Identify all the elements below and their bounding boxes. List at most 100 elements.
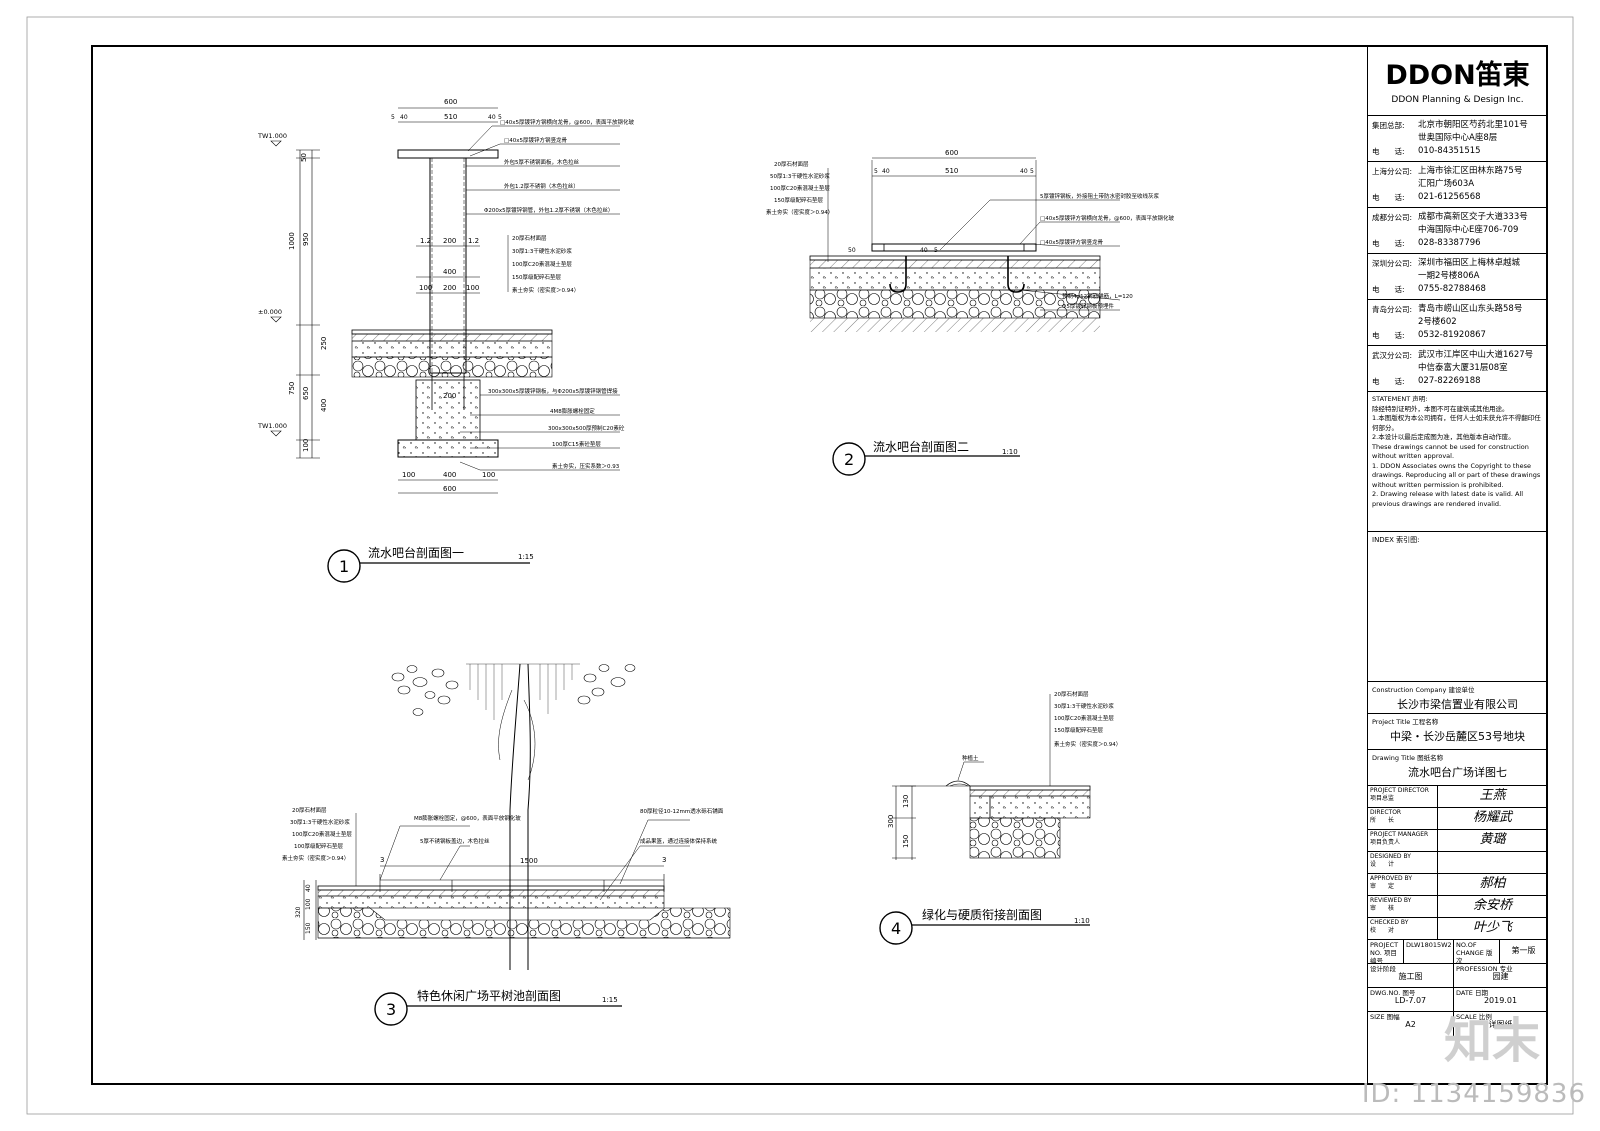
sec3-dim-100: 100 (305, 898, 312, 910)
sec2-dim-50: 50 (848, 247, 856, 254)
sec2-dim-600: 600 (945, 149, 958, 157)
size-label: SIZE 图幅 (1370, 1013, 1400, 1021)
sec4-dim-300: 300 (887, 815, 895, 828)
sec1-note-layer-2: 100厚C20素混凝土垫层 (512, 260, 572, 268)
sec1-dim-750: 750 (288, 382, 296, 395)
office-phone: 010-84351515 (1418, 146, 1481, 156)
sec1-dim-50: 50 (300, 153, 308, 162)
sig-role-cn: 项目总监 (1370, 794, 1395, 802)
sig-role-en: APPROVED BY (1370, 875, 1413, 882)
sec2-note-layer-4: 素土夯实（密实度＞0.94） (766, 208, 833, 216)
index-label: INDEX 索引图: (1372, 536, 1420, 544)
office-label: 青岛分公司: (1372, 305, 1413, 314)
sec2-note-layer-3: 150厚级配碎石垫层 (774, 196, 823, 204)
sec1-note-base-1: 4M8膨胀螺栓固定 (550, 407, 595, 415)
logo-block: DDON笛東 DDON Planning & Design Inc. (1368, 47, 1547, 116)
sec1-note-top-4: Φ200x5厚镀锌钢管，外包1.2厚不锈钢（木色拉丝） (484, 206, 613, 214)
section-2: 600 510 5 40 40 5 50 40 5 20厚石材面层 50厚1:3… (766, 149, 1174, 332)
sec3-note-left-3: 100厚级配碎石垫层 (294, 842, 343, 850)
sec3-note-right-0: 80厚粒径10-12mm透水砾石铺面 (640, 807, 724, 815)
statement-en-1: 1. DDON Associates owns the Copyright to… (1372, 461, 1541, 489)
sec4-note-layer-1: 30厚1:3干硬性水泥砂浆 (1054, 702, 1114, 710)
title-1-number: 1 (339, 557, 349, 576)
statement-cn-0: 除经特别证明外，本图不可在建筑或其他用途。 (1372, 404, 1509, 413)
office-address: 中信泰富大厦31层08室 (1418, 363, 1508, 373)
sec1-dim-100: 100 (302, 439, 310, 452)
sec3-dim-3a: 3 (380, 856, 384, 864)
project-value: 中梁・长沙岳麓区53号地块 (1390, 730, 1525, 743)
watermark-id: ID: 1134159836 (1361, 1079, 1586, 1109)
sec4-dim-130: 130 (902, 795, 910, 808)
sec3-note-left-1: 30厚1:3干硬性水泥砂浆 (290, 818, 350, 826)
office-address: 北京市朝阳区芍药北里101号 (1418, 120, 1528, 130)
project-no-label: PROJECT NO. 项目编号 (1368, 940, 1404, 965)
statement-cn-1: 1.本图版权为本公司拥有，任何人士如未获允许不得翻印任何部分。 (1372, 414, 1541, 432)
statement-en-0: These drawings cannot be used for constr… (1372, 442, 1529, 461)
signature (1438, 852, 1547, 873)
sec1-dim-400b: 400 (443, 471, 456, 479)
title-2-scale: 1:10 (1002, 448, 1018, 456)
statement-title: STATEMENT 声明: (1372, 395, 1428, 403)
sec4-note-layer-2: 100厚C20素混凝土垫层 (1054, 714, 1114, 722)
office-phone: 0532-81920867 (1418, 330, 1486, 340)
office-label: 集团总部: (1372, 121, 1405, 130)
office-1: 上海分公司:上海市徐汇区田林东路75号 汇阳广场603A 电 话:021-612… (1368, 162, 1547, 208)
sec1-level-top: TW1.000 (257, 132, 287, 140)
office-4: 青岛分公司:青岛市崂山区山东头路58号 2号楼602 电 话:0532-8192… (1368, 300, 1547, 346)
sec2-dim-510: 510 (945, 167, 958, 175)
sec3-dim-150: 150 (305, 922, 312, 934)
phone-label: 电 话: (1372, 285, 1405, 294)
sig-role-cn: 设 计 (1370, 860, 1395, 868)
office-address: 世奥国际中心A座8层 (1418, 133, 1498, 143)
drawing-title-block: Drawing Title 图纸名称 流水吧台广场详图七 (1368, 750, 1547, 786)
office-phone: 028-83387796 (1418, 238, 1481, 248)
title-1: 1 流水吧台剖面图一 1:15 (327, 545, 534, 583)
sec3-note-left-4: 素土夯实（密实度＞0.94） (282, 854, 349, 862)
sec2-note-layer-0: 20厚石材面层 (774, 160, 809, 168)
sec1-note-base-4: 素土夯实，压实系数＞0.93 (552, 462, 620, 470)
sec1-note-top-1: □40x5厚镀锌方钢竖龙骨 (504, 136, 567, 144)
title-2: 2 流水吧台剖面图二 1:10 (832, 439, 1020, 476)
sec1-note-layer-3: 150厚级配碎石垫层 (512, 273, 561, 281)
sec1-note-layer-1: 30厚1:3干硬性水泥砂浆 (512, 247, 572, 255)
sec4-note-layer-4: 素土夯实（密实度＞0.94） (1054, 740, 1121, 748)
office-address: 上海市徐汇区田林东路75号 (1418, 166, 1523, 176)
office-phone: 021-61256568 (1418, 192, 1481, 202)
index-block: INDEX 索引图: (1368, 532, 1547, 682)
phone-label: 电 话: (1372, 193, 1405, 202)
sec2-note-right-4: Φ5厚镀锌钢板预埋件 (1062, 302, 1114, 310)
stage: 施工图 (1398, 972, 1423, 981)
sec1-dim-1000: 1000 (288, 232, 296, 250)
office-0: 集团总部: 北京市朝阳区芍药北里101号 世奥国际中心A座8层 电 话: 010-8… (1368, 116, 1547, 162)
phone-label: 电 话: (1372, 147, 1405, 156)
sec2-note-layer-1: 50厚1:3干硬性水泥砂浆 (770, 172, 830, 180)
profession: 园建 (1492, 972, 1509, 981)
edition-label: NO.OF CHANGE 版 次 (1456, 940, 1500, 965)
sec2-dim-5b: 5 (1030, 168, 1034, 175)
office-5: 武汉分公司:武汉市江岸区中山大道1627号 中信泰富大厦31层08室 电 话:0… (1368, 346, 1547, 392)
title-3-text: 特色休闲广场平树池剖面图 (417, 988, 561, 1003)
sec1-dim-100d: 100 (482, 471, 495, 479)
sec2-note-right-2: □40x5厚镀锌方钢竖龙骨 (1040, 238, 1103, 246)
drawing-value: 流水吧台广场详图七 (1408, 766, 1507, 779)
project-block: Project Title 工程名称 中梁・长沙岳麓区53号地块 (1368, 714, 1547, 750)
office-phone: 0755-82788468 (1418, 284, 1486, 294)
sec2-dim-40a: 40 (882, 168, 890, 175)
sec1-level-zero: ±0.000 (258, 308, 282, 316)
office-label: 武汉分公司: (1372, 351, 1413, 360)
office-address: 2号楼602 (1418, 317, 1457, 327)
sig-role-cn: 审 定 (1370, 882, 1395, 890)
phone-label: 电 话: (1372, 239, 1405, 248)
sec1-dim-950: 950 (302, 233, 310, 246)
sec2-dim-40c: 40 (920, 247, 928, 254)
title-2-number: 2 (844, 450, 854, 469)
sec1-dim-5b: 5 (498, 114, 502, 121)
sec3-dim-320: 320 (295, 906, 302, 918)
